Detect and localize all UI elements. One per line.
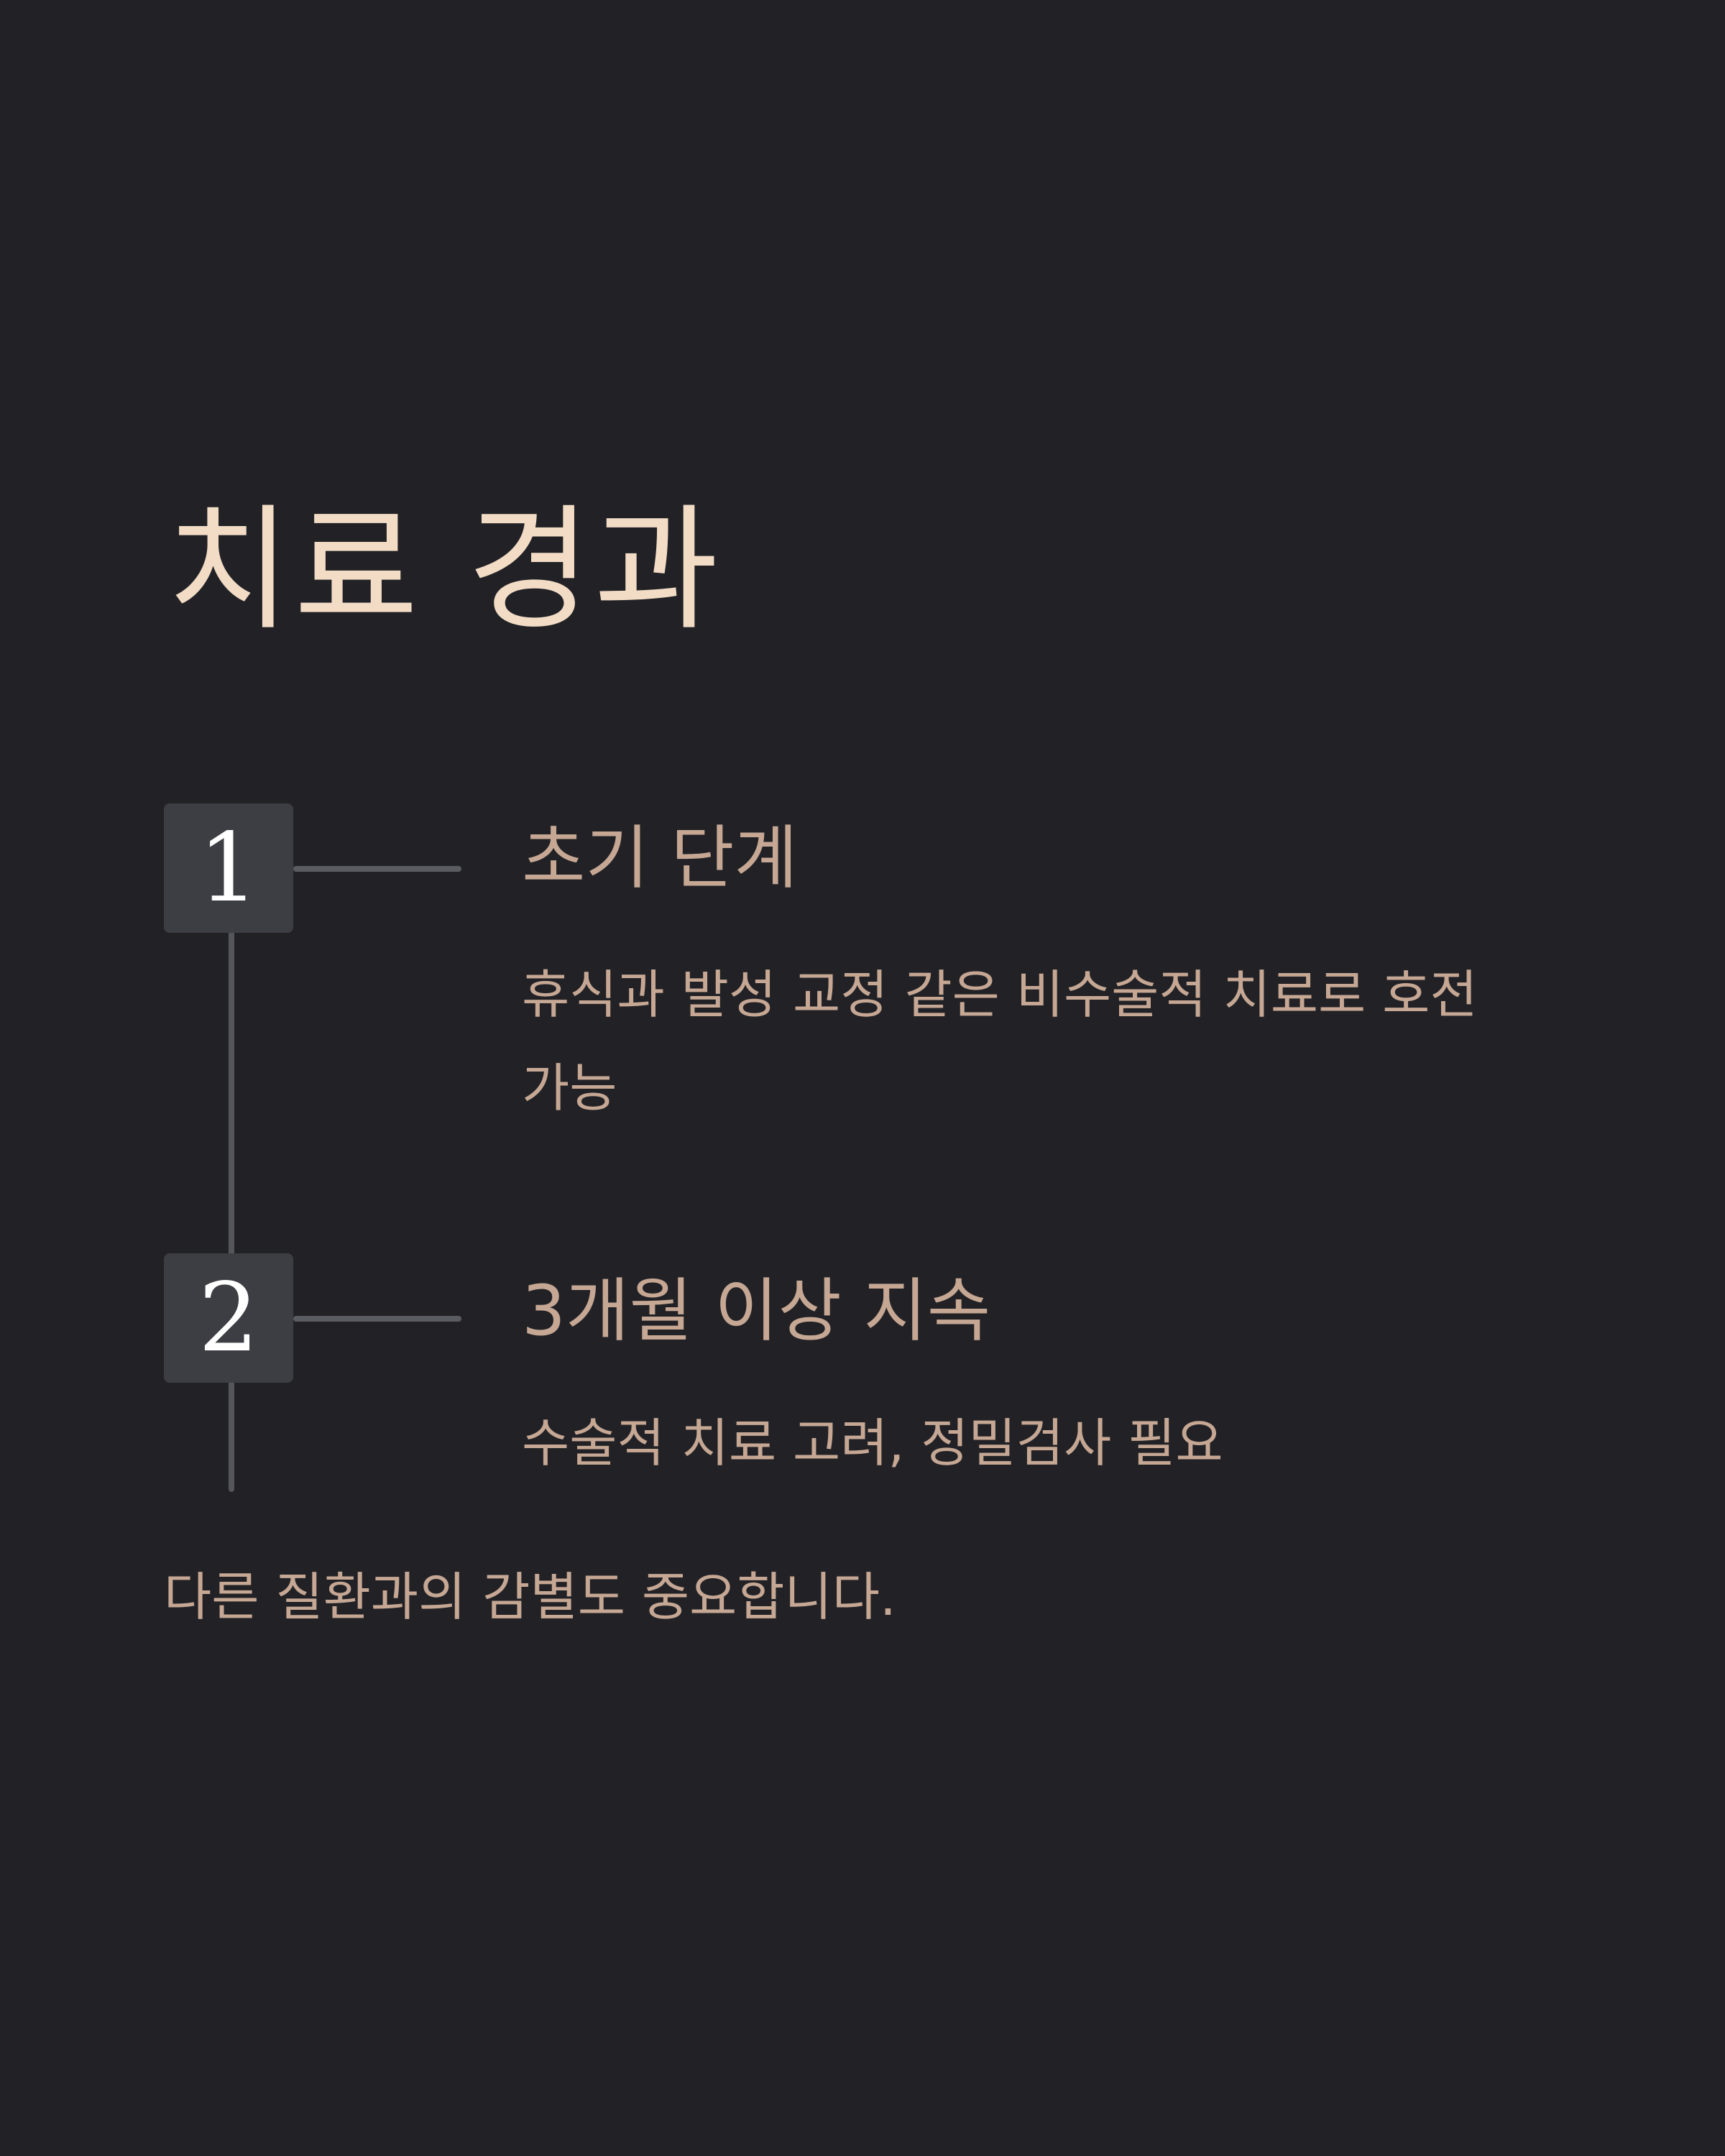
step-description-1: 휴식과 발성 교정 같은 비수술적 치료로 호전 가능	[522, 964, 1478, 1118]
step-connector-2	[293, 1316, 461, 1322]
footer-note: 다른 질환과의 감별도 중요합니다.	[164, 1567, 896, 1627]
step-number-badge-2: 2	[164, 1253, 293, 1383]
step-description-2: 수술적 치료 고려, 정밀검사 필요	[522, 1413, 1223, 1473]
timeline-line	[229, 862, 234, 1492]
step-connector-1	[293, 866, 461, 872]
page-title: 치료 경과	[167, 492, 722, 649]
step-title-1: 초기 단계	[522, 818, 798, 898]
step-number-badge-1: 1	[164, 803, 293, 933]
step-title-2: 3개월 이상 지속	[522, 1271, 991, 1351]
